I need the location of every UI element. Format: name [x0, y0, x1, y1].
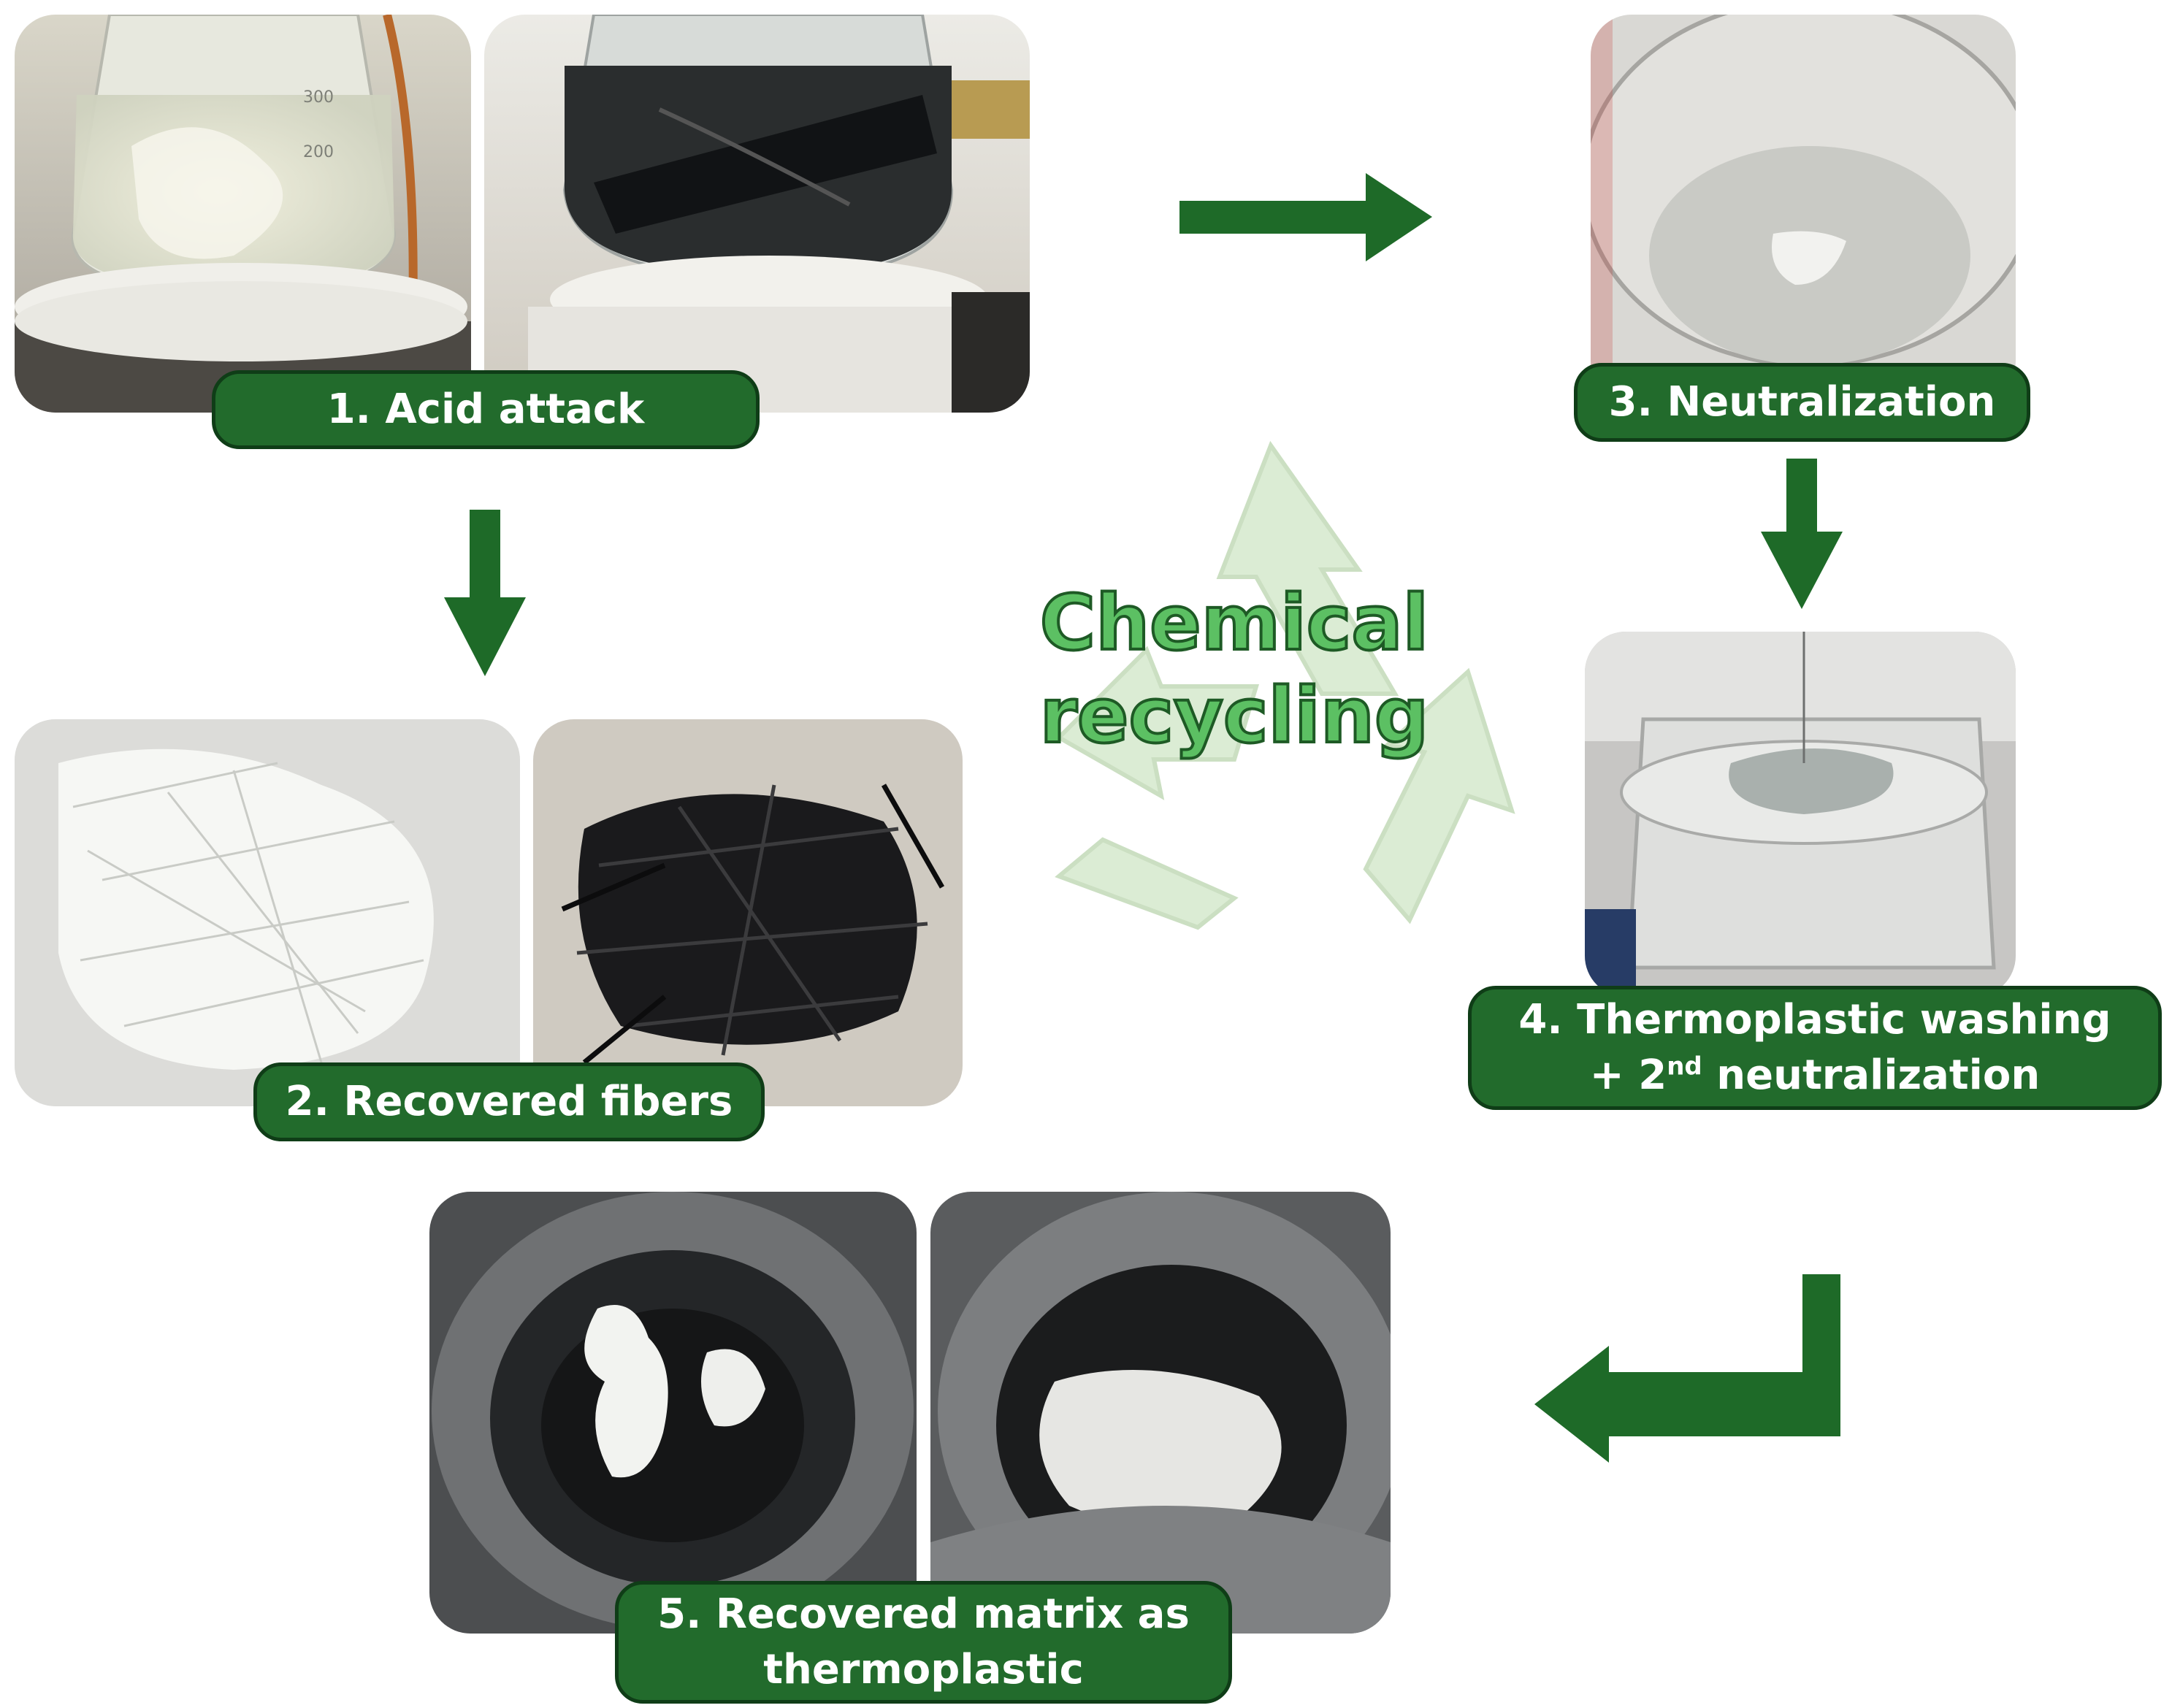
photo-thermoplastic-washing — [1585, 632, 2016, 997]
step-1-text: 1. Acid attack — [326, 386, 645, 434]
step-3-label: 3. Neutralization — [1574, 363, 2030, 442]
step-4-label: 4. Thermoplastic washing + 2nd neutraliz… — [1468, 986, 2162, 1110]
step-2-text: 2. Recovered fibers — [285, 1078, 733, 1126]
arrow-down-icon — [442, 510, 528, 678]
photo-recovered-matrix-2 — [930, 1192, 1391, 1634]
photo-recovered-carbon-fibers — [533, 719, 963, 1106]
step-1-label: 1. Acid attack — [212, 370, 760, 449]
diagram-title: Chemical recycling — [979, 577, 1490, 762]
step-5-text-line-1: 5. Recovered matrix as — [657, 1590, 1190, 1639]
step-4-text-line-1: 4. Thermoplastic washing — [1518, 996, 2111, 1044]
arrow-down-icon — [1759, 459, 1845, 610]
title-line-1: Chemical — [1039, 577, 1430, 669]
step-2-label: 2. Recovered fibers — [253, 1062, 765, 1141]
step-3-text: 3. Neutralization — [1608, 378, 1996, 426]
recycle-icon — [1015, 431, 1526, 935]
photo-recovered-glass-fibers — [15, 719, 520, 1106]
step-4-text-line-2: + 2nd neutralization — [1589, 1052, 2041, 1099]
photo-acid-attack-glass-fiber: 300 200 — [15, 15, 471, 413]
arrow-right-icon — [1179, 172, 1434, 263]
photo-acid-attack-carbon-fiber — [484, 15, 1030, 413]
step-5-label: 5. Recovered matrix as thermoplastic — [615, 1581, 1232, 1704]
beaker-marking-200: 200 — [303, 143, 334, 161]
arrow-turn-left-icon — [1532, 1274, 1843, 1464]
beaker-marking-300: 300 — [303, 88, 334, 107]
photo-recovered-matrix-1 — [429, 1192, 917, 1634]
photo-neutralization — [1591, 15, 2016, 402]
title-line-2: recycling — [1039, 670, 1431, 762]
step-5-text-line-2: thermoplastic — [763, 1646, 1084, 1693]
